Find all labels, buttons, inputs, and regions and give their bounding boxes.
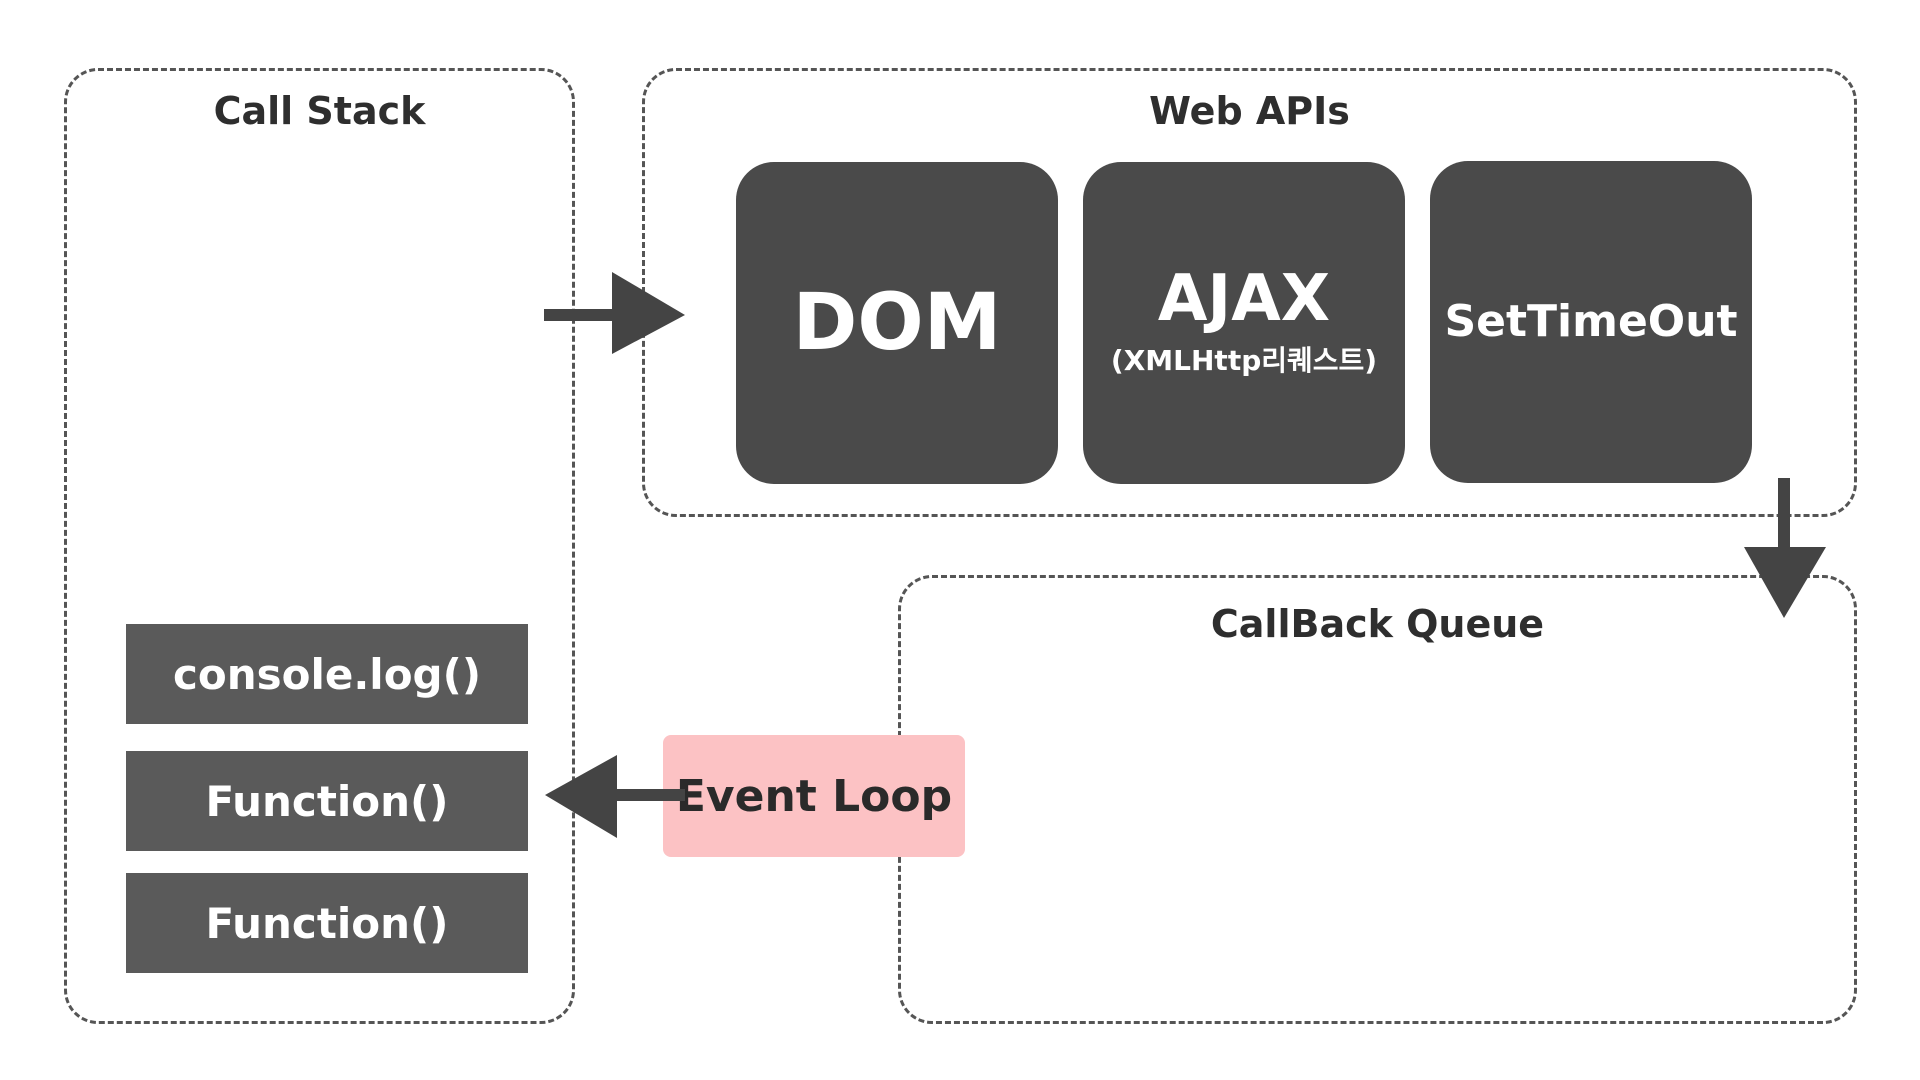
settimeout-label: SetTimeOut (1444, 296, 1738, 347)
stack-item-console-log: console.log() (126, 624, 528, 724)
ajax-sublabel: (XMLHttp리퀘스트) (1110, 344, 1378, 377)
ajax-box: AJAX (XMLHttp리퀘스트) (1083, 162, 1405, 484)
stack-item-function-2: Function() (126, 873, 528, 973)
stack-item-function-1: Function() (126, 751, 528, 851)
settimeout-box: SetTimeOut (1430, 161, 1752, 483)
dom-box: DOM (736, 162, 1058, 484)
web-apis-title: Web APIs (1149, 89, 1350, 133)
call-stack-title: Call Stack (213, 89, 426, 133)
event-loop-badge: Event Loop (663, 735, 965, 857)
callback-queue-panel: CallBack Queue (898, 575, 1857, 1024)
ajax-label: AJAX (1157, 262, 1331, 336)
call-stack-panel: Call Stack (64, 68, 575, 1024)
callback-queue-title: CallBack Queue (1210, 602, 1545, 646)
dom-label: DOM (792, 278, 1002, 368)
